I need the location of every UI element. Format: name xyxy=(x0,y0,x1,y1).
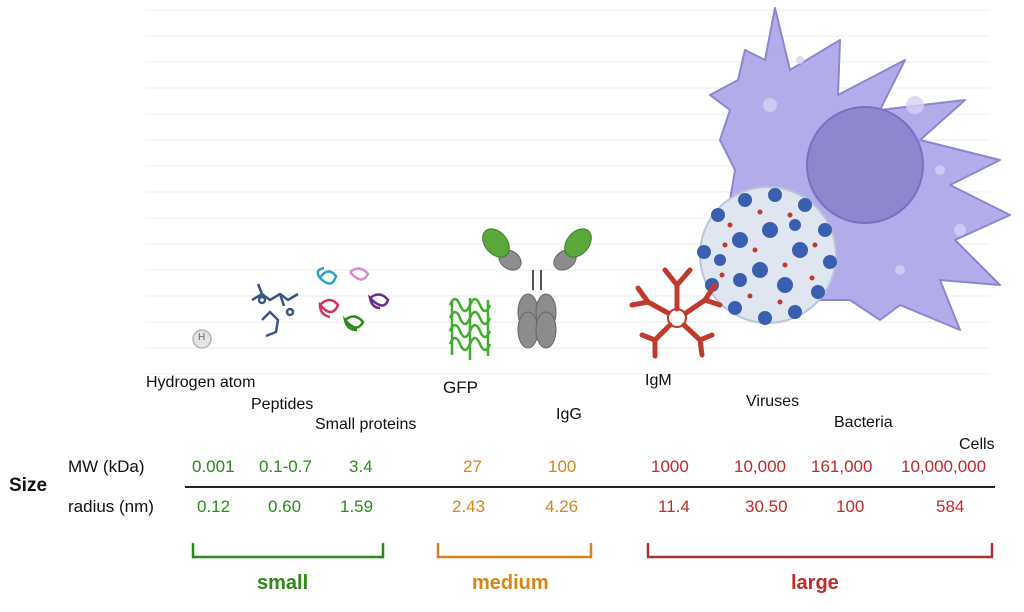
label-hydrogen-atom: Hydrogen atom xyxy=(146,374,256,391)
igg-illustration xyxy=(482,228,592,349)
radius-value: 4.26 xyxy=(545,497,579,516)
mw-value: 161,000 xyxy=(811,457,873,476)
label-igm: IgM xyxy=(645,372,672,389)
label-gfp: GFP xyxy=(443,378,478,397)
mw-value: 0.1-0.7 xyxy=(259,457,312,476)
radius-value: 0.60 xyxy=(268,497,302,516)
label-igg: IgG xyxy=(556,406,582,423)
igm-illustration xyxy=(629,267,723,359)
small-bracket xyxy=(191,543,385,559)
medium-bracket xyxy=(436,543,593,559)
mw-value: 0.001 xyxy=(192,457,235,476)
hydrogen-symbol: H xyxy=(198,332,206,343)
label-peptides: Peptides xyxy=(251,396,314,413)
label-small-proteins: Small proteins xyxy=(315,416,417,433)
small-proteins-illustration xyxy=(316,266,390,332)
gfp-illustration xyxy=(448,297,492,360)
mw-value: 3.4 xyxy=(349,457,373,476)
peptides-illustration xyxy=(251,283,299,338)
mw-value: 10,000,000 xyxy=(901,457,987,476)
category-small: small xyxy=(257,572,309,594)
mw-value: 100 xyxy=(548,457,577,476)
radius-value: 2.43 xyxy=(452,497,486,516)
radius-value: 30.50 xyxy=(745,497,788,516)
mw-value: 27 xyxy=(463,457,482,476)
virus-illustration xyxy=(697,186,837,325)
radius-value: 0.12 xyxy=(197,497,231,516)
large-bracket xyxy=(646,543,994,559)
radius-value: 1.59 xyxy=(340,497,374,516)
label-bacteria: Bacteria xyxy=(834,414,893,431)
background-gridlines xyxy=(145,9,990,375)
label-cells: Cells xyxy=(959,436,995,453)
mw-value: 10,000 xyxy=(734,457,786,476)
radius-value: 11.4 xyxy=(658,497,690,516)
mw-value: 1000 xyxy=(651,457,689,476)
category-medium: medium xyxy=(472,572,549,594)
row-label-radius: radius (nm) xyxy=(68,497,154,516)
category-large: large xyxy=(791,572,839,594)
radius-value: 100 xyxy=(836,497,865,516)
hydrogen-atom-illustration xyxy=(192,329,212,349)
radius-value: 584 xyxy=(936,497,965,516)
label-viruses: Viruses xyxy=(746,393,800,410)
size-label: Size xyxy=(9,475,48,496)
row-label-mw: MW (kDa) xyxy=(68,457,145,476)
